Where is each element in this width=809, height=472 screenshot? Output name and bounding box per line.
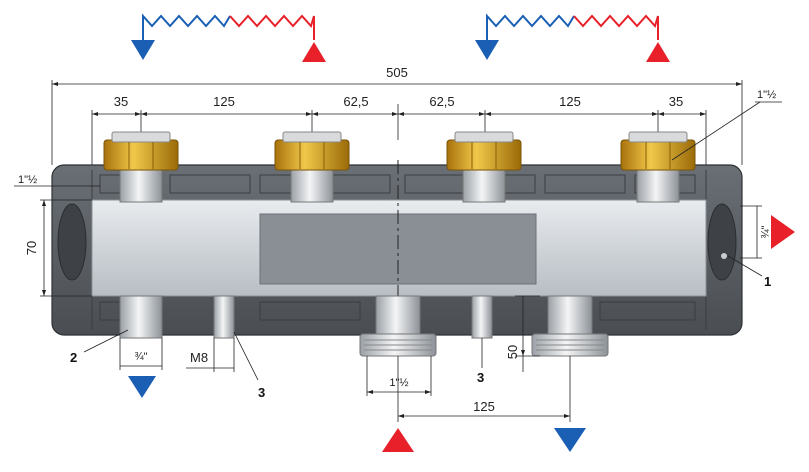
dim-seg-1: 35 — [114, 94, 128, 109]
thread-sensor: M8 — [190, 350, 208, 365]
hot-arrow-right — [771, 215, 795, 249]
fitting-top-2 — [274, 131, 350, 203]
dim-seg-4: 62,5 — [429, 94, 454, 109]
dim-height: 70 — [24, 241, 39, 255]
sensor-left — [213, 295, 235, 339]
dim-seg-5: 125 — [559, 94, 581, 109]
dim-bottom-spacing: 125 — [473, 399, 495, 414]
bottom-pipe-right — [531, 295, 609, 357]
manifold-body — [51, 160, 743, 336]
cold-zigzag — [486, 13, 575, 40]
dim-seg-2: 125 — [213, 94, 235, 109]
schematic-right — [475, 13, 670, 62]
cold-zigzag — [142, 13, 231, 40]
thread-left: 1"½ — [18, 174, 37, 186]
dim-overall: 505 — [386, 65, 408, 80]
bottom-pipe-left — [119, 295, 163, 339]
callout-3-right: 3 — [477, 370, 484, 385]
fitting-top-4 — [620, 131, 696, 203]
thread-right: ¾" — [760, 225, 772, 238]
bottom-fittings — [119, 295, 609, 357]
left-port — [57, 203, 87, 281]
fitting-top-1 — [103, 131, 179, 203]
hot-arrow-up — [646, 42, 670, 62]
thread-top-right: 1"½ — [757, 89, 776, 101]
cold-arrow-down-bottom — [554, 428, 586, 452]
top-fittings — [103, 131, 696, 203]
callout-3-left: 3 — [258, 385, 265, 400]
hot-arrow-up-bottom — [382, 428, 414, 452]
hot-zigzag — [229, 14, 315, 40]
cold-arrow-down-left — [128, 376, 156, 398]
hot-arrow-up — [302, 42, 326, 62]
dim-drop: 50 — [505, 345, 520, 359]
side-dims: 70 1"½ 1"½ ¾" 1 — [14, 89, 795, 297]
dim-seg-3: 62,5 — [343, 94, 368, 109]
right-port — [707, 203, 737, 281]
schematic-left — [131, 13, 326, 62]
cold-arrow-down — [131, 40, 155, 60]
cold-arrow-down — [475, 40, 499, 60]
bottom-dims: 2 ¾" M8 3 1"½ 3 50 — [70, 295, 586, 452]
dim-seg-6: 35 — [669, 94, 683, 109]
callout-1: 1 — [764, 274, 771, 289]
thread-bottom-center: 1"½ — [389, 377, 408, 389]
fitting-top-3 — [446, 131, 522, 203]
hot-zigzag — [573, 14, 659, 40]
thread-bottom-left: ¾" — [134, 351, 147, 363]
sensor-right — [471, 295, 493, 339]
callout-2: 2 — [70, 350, 77, 365]
